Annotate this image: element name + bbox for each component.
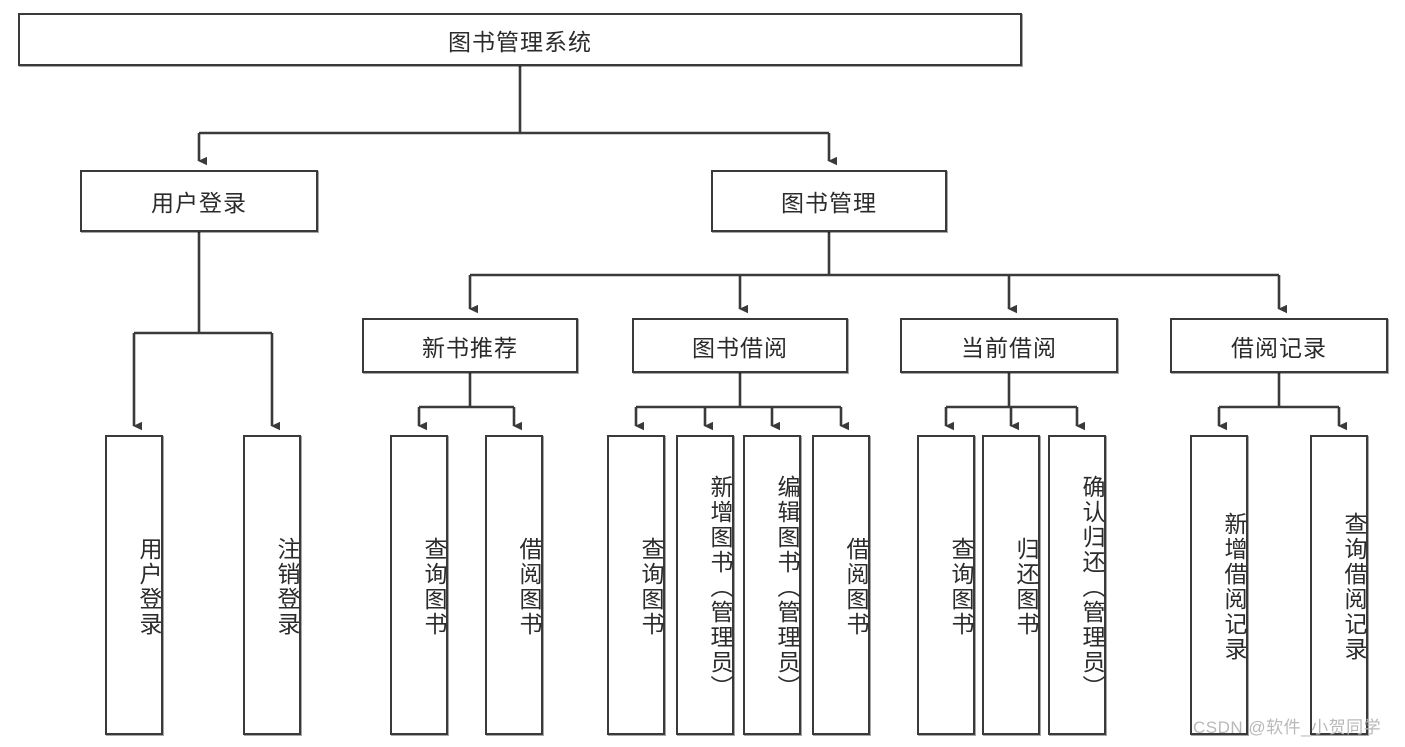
node-leaf-new-borrow[interactable]: 借阅图书 xyxy=(485,435,543,735)
node-label: 编辑图书（管理员） xyxy=(774,474,800,700)
node-label: 查询图书 xyxy=(638,537,664,637)
node-label: 查询图书 xyxy=(948,537,974,637)
node-leaf-c-query[interactable]: 查询图书 xyxy=(917,435,975,735)
node-l3-borrow[interactable]: 图书借阅 xyxy=(632,318,848,373)
node-label: 用户登录 xyxy=(136,537,162,637)
node-l2-book[interactable]: 图书管理 xyxy=(711,170,947,232)
node-leaf-r-add[interactable]: 新增借阅记录 xyxy=(1190,435,1248,735)
node-leaf-b-borrow[interactable]: 借阅图书 xyxy=(812,435,870,735)
node-l2-user[interactable]: 用户登录 xyxy=(80,170,318,232)
node-label: 确认归还（管理员） xyxy=(1079,474,1105,700)
node-root[interactable]: 图书管理系统 xyxy=(18,13,1022,66)
edge-group xyxy=(132,66,1347,431)
node-label: 查询借阅记录 xyxy=(1341,512,1367,662)
node-label: 新增图书（管理员） xyxy=(707,474,733,700)
node-l3-record[interactable]: 借阅记录 xyxy=(1170,318,1388,373)
node-l3-current[interactable]: 当前借阅 xyxy=(900,318,1118,373)
node-label: 查询图书 xyxy=(421,537,447,637)
node-leaf-b-query[interactable]: 查询图书 xyxy=(607,435,665,735)
node-label: 借阅图书 xyxy=(516,537,542,637)
node-l3-new[interactable]: 新书推荐 xyxy=(362,318,578,373)
node-leaf-user-logout[interactable]: 注销登录 xyxy=(243,435,301,735)
node-label: 归还图书 xyxy=(1013,537,1039,637)
node-leaf-new-query[interactable]: 查询图书 xyxy=(390,435,448,735)
node-label: 借阅记录 xyxy=(1231,334,1327,361)
node-label: 用户登录 xyxy=(151,190,247,216)
node-label: 新书推荐 xyxy=(422,334,518,361)
node-label: 图书管理系统 xyxy=(448,28,592,55)
node-leaf-b-edit[interactable]: 编辑图书（管理员） xyxy=(743,435,801,735)
node-label: 注销登录 xyxy=(274,537,300,637)
node-label: 图书管理 xyxy=(781,190,877,216)
node-leaf-c-confirm[interactable]: 确认归还（管理员） xyxy=(1048,435,1106,735)
node-label: 图书借阅 xyxy=(692,334,788,361)
node-label: 借阅图书 xyxy=(843,537,869,637)
node-leaf-r-query[interactable]: 查询借阅记录 xyxy=(1310,435,1368,735)
watermark-text: CSDN @软件_小贺同学 xyxy=(1193,718,1382,737)
node-leaf-b-add[interactable]: 新增图书（管理员） xyxy=(676,435,734,735)
node-label: 新增借阅记录 xyxy=(1221,512,1247,662)
node-label: 当前借阅 xyxy=(961,334,1057,361)
node-leaf-c-return[interactable]: 归还图书 xyxy=(982,435,1040,735)
node-leaf-user-login[interactable]: 用户登录 xyxy=(105,435,163,735)
